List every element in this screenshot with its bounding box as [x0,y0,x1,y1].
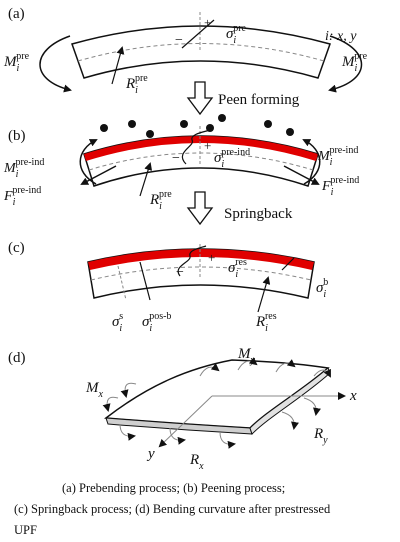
plus-sign-a: + [204,15,211,30]
beam-a [71,25,331,79]
shot-balls [100,114,294,138]
moment-left-label-a: Mipre [3,51,30,74]
step-peen-forming: Peen forming [186,81,300,116]
x-axis-label: x [349,388,357,404]
stress-line-s [117,265,127,301]
axis-note: i: x, y [325,29,357,44]
sigma-res-label: σires [228,257,247,280]
radius-arrow-c [257,276,271,313]
mx-label: Mx [85,380,104,400]
minus-sign-c: − [176,265,184,280]
stress-line-posb [139,261,151,301]
stress-line-b [281,257,295,271]
stress-profile-a [181,19,215,49]
peened-layer-c [88,249,314,270]
radius-pre-label-b: Ripre [149,189,172,212]
panel-c-label: (c) [8,240,25,256]
force-arrow-right-b [283,165,320,185]
minus-sign-b: − [172,151,180,166]
sigma-pre-ind-label: σipre-ind [214,147,250,170]
sigma-s-label: σis [112,311,123,334]
step-springback: Springback [186,191,293,226]
moment-left-label-b: Mipre-ind [3,157,44,180]
panel-b-label: (b) [8,128,26,144]
y-axis [158,395,213,448]
panel-a-label: (a) [8,6,25,22]
hollow-arrow-2 [186,191,214,226]
plus-sign-b: + [204,138,211,153]
sigma-pre-label: σipre [226,23,247,46]
force-arrow-left-b [80,165,117,185]
neutral-axis-a [77,43,325,62]
force-right-label-b: Fipre-ind [321,175,359,198]
sigma-b-label: σib [316,277,328,300]
upf-process-diagram: (a) i: x, y − + σipre Ripre Mipre Mipre … [3,6,368,472]
shot-ball [128,120,136,128]
moment-right-label-a: Mipre [341,51,368,74]
peened-layer-b [84,136,318,161]
shot-ball [146,130,154,138]
stress-profile-c [177,245,207,277]
moment-arrow-right-b [302,139,321,185]
plus-sign-c: + [208,250,215,265]
panel-a: (a) i: x, y − + σipre Ripre Mipre Mipre [3,6,368,96]
minus-sign-a: − [175,33,183,48]
caption-line-3: UPF [14,523,37,537]
hollow-arrow-1 [186,81,214,116]
figure-caption: (a) Prebending process; (b) Peening proc… [0,478,400,541]
y-axis-label: y [146,446,155,462]
moment-arrow-right-a [328,35,362,93]
radius-res-label: Rires [255,311,277,334]
moment-arrow-left-b [79,139,98,185]
stress-profile-b [181,129,211,165]
peen-forming-label: Peen forming [218,92,300,108]
caption-line-1: (a) Prebending process; (b) Peening proc… [62,481,286,495]
panel-d-label: (d) [8,350,26,366]
shot-ball [218,114,226,122]
moment-right-label-b: Mipre-ind [317,145,358,168]
shot-ball [264,120,272,128]
caption-line-2: (c) Springback process; (d) Bending curv… [14,502,331,516]
shot-ball [100,124,108,132]
springback-label: Springback [224,206,293,222]
my-label: My [237,346,256,366]
ry-label: Ry [313,426,328,446]
moment-arrow-left-a [39,35,72,93]
radius-arrow-a [111,46,125,85]
moment-arcs-d [102,357,331,449]
panel-c: (c) − + σires σib σis σipos-b Rires [8,240,328,334]
radius-pre-label-a: Ripre [125,73,148,96]
beam-b [83,135,319,187]
rx-label: Rx [189,452,204,472]
radius-arrow-b [139,162,153,197]
force-left-label-b: Fipre-ind [3,185,41,208]
shot-ball [180,120,188,128]
panel-d: (d) x y My Mx Ry Rx [8,346,357,472]
panel-b: (b) − + σipre-ind Ripre Mipre-ind Fipre-… [3,114,359,212]
sigma-posb-label: σipos-b [142,311,171,334]
shot-ball [286,128,294,136]
